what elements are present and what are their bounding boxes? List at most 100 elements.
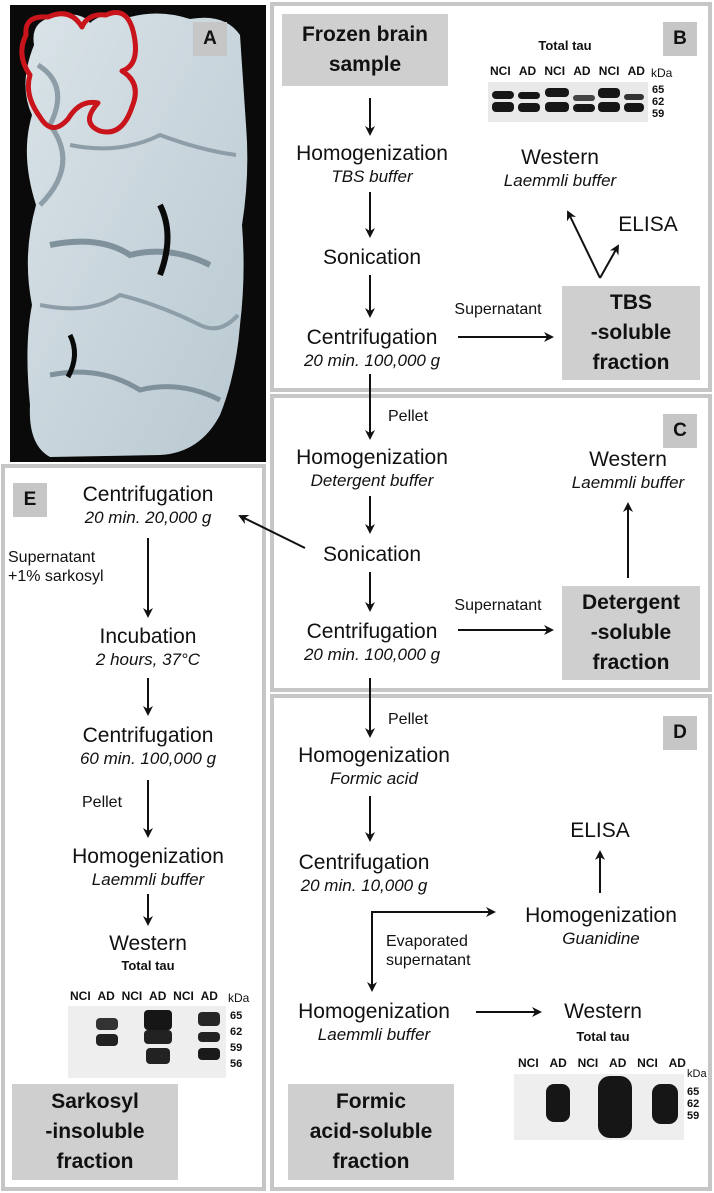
c-western-title: Western (589, 448, 667, 471)
e-lane-6: AD (200, 989, 218, 1003)
e-blot-title: Total tau (121, 958, 175, 973)
d-centrifugation: Centrifugation 20 min. 10,000 g (272, 850, 456, 896)
e-supernatant-label: Supernatant +1% sarkosyl (8, 548, 104, 586)
b-blot-unit: kDa (651, 66, 673, 80)
e-blot-unit: kDa (228, 991, 250, 1005)
e-blot-image (68, 1006, 226, 1078)
e-western: Western (109, 932, 187, 955)
d-lane-3: NCI (577, 1056, 599, 1070)
c-homog-buffer: Detergent buffer (310, 471, 434, 490)
e-incubation-title: Incubation (99, 625, 197, 648)
d-blot-image (514, 1074, 684, 1140)
panel-label-d: D (663, 716, 697, 750)
b-lane-3: NCI (544, 64, 566, 78)
fa-line-2: acid-soluble (309, 1120, 433, 1143)
sample-line-1: Frozen brain (301, 23, 428, 46)
e-centrif2-cond: 60 min. 100,000 g (79, 749, 217, 768)
b-western-title: Western (521, 146, 599, 169)
arrow-sonic-to-e-centrif (238, 515, 306, 549)
d-homog1-buffer: Formic acid (330, 769, 418, 788)
brain-section-image (10, 5, 266, 462)
b-homog-title: Homogenization (296, 142, 448, 165)
b-blot-markers: 65 62 59 (652, 84, 664, 120)
b-homogenization: Homogenization TBS buffer (280, 141, 464, 187)
c-homogenization: Homogenization Detergent buffer (280, 445, 464, 491)
d-lane-2: AD (549, 1056, 567, 1070)
b-marker-65: 65 (652, 84, 665, 96)
c-sonication: Sonication (322, 543, 422, 566)
panel-label-b: B (663, 22, 697, 56)
panel-label-a: A (193, 22, 227, 56)
tbs-soluble-fraction-box: TBS -soluble fraction (562, 286, 700, 380)
e-centrif1-title: Centrifugation (82, 483, 214, 506)
sark-line-1: Sarkosyl (51, 1090, 139, 1113)
d-western: Western (564, 1000, 642, 1023)
arrow-tbs-to-elisa (599, 244, 619, 279)
e-supernatant-line-1: Supernatant (8, 549, 96, 566)
fa-line-3: fraction (332, 1150, 410, 1173)
d-homog2-buffer: Laemmli buffer (317, 1025, 431, 1044)
tbs-line-1: TBS (610, 291, 652, 314)
e-incubation-cond: 2 hours, 37°C (95, 650, 201, 669)
e-marker-65: 65 (230, 1010, 243, 1022)
det-line-1: Detergent (581, 591, 681, 614)
c-centrifugation: Centrifugation 20 min. 100,000 g (280, 619, 464, 665)
d-evap-line-2: supernatant (386, 952, 471, 969)
d-homogenization-1: Homogenization Formic acid (282, 743, 466, 789)
e-centrif1-cond: 20 min. 20,000 g (84, 508, 212, 527)
b-lane-4: AD (573, 64, 591, 78)
d-lane-4: AD (609, 1056, 627, 1070)
arrow-evaporated-to-guanidine (371, 907, 496, 990)
e-incubation: Incubation 2 hours, 37°C (56, 624, 240, 670)
e-marker-59: 59 (230, 1042, 243, 1054)
sark-line-3: fraction (56, 1150, 134, 1173)
d-marker-62: 62 (687, 1098, 700, 1110)
e-lane-5: NCI (173, 989, 194, 1003)
c-pellet-label: Pellet (388, 408, 429, 425)
c-homog-title: Homogenization (296, 446, 448, 469)
c-supernatant-label: Supernatant (454, 597, 542, 614)
b-marker-59: 59 (652, 108, 665, 120)
e-lane-3: NCI (121, 989, 143, 1003)
d-elisa: ELISA (570, 819, 630, 842)
d-evaporated-label: Evaporated supernatant (386, 932, 471, 970)
d-lane-6: AD (668, 1056, 686, 1070)
b-lane-6: AD (627, 64, 645, 78)
c-centrif-cond: 20 min. 100,000 g (303, 645, 441, 664)
panel-label-e: E (13, 483, 47, 517)
e-homogenization: Homogenization Laemmli buffer (56, 844, 240, 890)
d-blot-lanes: NCI AD NCI AD NCI AD (518, 1056, 686, 1070)
frozen-brain-sample-box: Frozen brain sample (282, 14, 448, 86)
b-centrifugation: Centrifugation 20 min. 100,000 g (280, 325, 464, 371)
c-western: Western Laemmli buffer (552, 447, 704, 493)
b-marker-62: 62 (652, 96, 665, 108)
c-centrif-title: Centrifugation (306, 620, 438, 643)
b-centrif-title: Centrifugation (306, 326, 438, 349)
e-marker-62: 62 (230, 1026, 243, 1038)
e-centrifugation-2: Centrifugation 60 min. 100,000 g (56, 723, 240, 769)
b-blot-title: Total tau (538, 38, 592, 53)
c-western-buffer: Laemmli buffer (571, 473, 685, 492)
d-guan-buffer: Guanidine (562, 929, 640, 948)
detergent-soluble-fraction-box: Detergent -soluble fraction (562, 586, 700, 680)
det-line-3: fraction (592, 651, 670, 674)
d-guan-title: Homogenization (525, 904, 677, 927)
b-homog-buffer: TBS buffer (331, 167, 413, 186)
d-blot-markers: 65 62 59 (687, 1086, 699, 1122)
formic-acid-soluble-fraction-box: Formic acid-soluble fraction (288, 1084, 454, 1180)
e-homog-buffer: Laemmli buffer (91, 870, 205, 889)
b-western-buffer: Laemmli buffer (503, 171, 617, 190)
d-lane-5: NCI (637, 1056, 658, 1070)
d-homog2-title: Homogenization (298, 1000, 450, 1023)
sarkosyl-insoluble-fraction-box: Sarkosyl -insoluble fraction (12, 1084, 178, 1180)
cortex-outline (19, 10, 138, 135)
b-western: Western Laemmli buffer (484, 145, 636, 191)
d-blot-unit: kDa (687, 1068, 707, 1080)
d-lane-1: NCI (518, 1056, 539, 1070)
d-homog1-title: Homogenization (298, 744, 450, 767)
b-lane-5: NCI (598, 64, 620, 78)
d-centrif-cond: 20 min. 10,000 g (300, 876, 428, 895)
tbs-line-3: fraction (592, 351, 670, 374)
d-homogenization-guanidine: Homogenization Guanidine (508, 903, 694, 949)
